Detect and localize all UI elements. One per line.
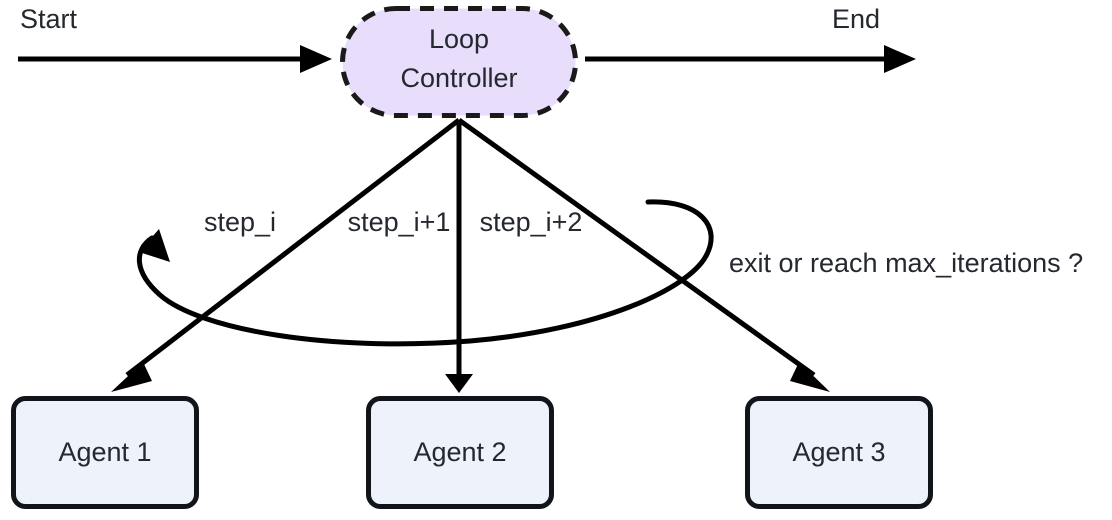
edge-loopback-curve xyxy=(136,199,714,347)
end-label: End xyxy=(832,4,880,34)
edge-label-exit-condition: exit or reach max_iterations ? xyxy=(729,248,1083,278)
agent-2-label: Agent 2 xyxy=(413,437,506,467)
edge-controller-to-agent-2 xyxy=(445,120,473,393)
edge-controller-to-agent-3-line xyxy=(457,117,816,378)
edge-controller-to-agent-3-arrowhead xyxy=(790,362,830,392)
node-agent-3[interactable]: Agent 3 xyxy=(745,396,933,509)
agent-3-label: Agent 3 xyxy=(792,437,885,467)
edge-label-step-i: step_i xyxy=(204,207,276,237)
edge-label-step-i-plus-2: step_i+2 xyxy=(480,207,583,237)
node-loop-controller[interactable]: Loop Controller xyxy=(340,6,578,118)
agent-1-label: Agent 1 xyxy=(58,437,151,467)
loop-controller-label-line-1: Loop xyxy=(429,24,489,54)
loop-controller-shape[interactable] xyxy=(340,6,578,118)
edge-controller-to-agent-3 xyxy=(457,117,830,392)
agent-1-shape[interactable] xyxy=(11,396,199,509)
agent-3-shape[interactable] xyxy=(745,396,933,509)
edge-loopback-arrowhead xyxy=(139,229,170,262)
edge-controller-to-end-arrowhead xyxy=(884,45,916,73)
node-agent-2[interactable]: Agent 2 xyxy=(366,396,554,509)
node-agent-1[interactable]: Agent 1 xyxy=(11,396,199,509)
edge-controller-to-end xyxy=(585,45,916,73)
edge-start-to-controller xyxy=(18,45,332,73)
edge-controller-to-agent-1-arrowhead xyxy=(111,362,152,392)
edge-controller-to-agent-1-line xyxy=(125,118,461,377)
agent-2-shape[interactable] xyxy=(366,396,554,509)
edge-start-to-controller-arrowhead xyxy=(300,45,332,73)
edge-agents-back-to-controller xyxy=(136,199,714,347)
loop-controller-label-line-2: Controller xyxy=(400,63,517,93)
edge-label-step-i-plus-1: step_i+1 xyxy=(348,207,451,237)
start-label: Start xyxy=(20,4,78,34)
edge-controller-to-agent-1 xyxy=(111,118,461,392)
edge-controller-to-agent-2-arrowhead xyxy=(445,374,473,393)
